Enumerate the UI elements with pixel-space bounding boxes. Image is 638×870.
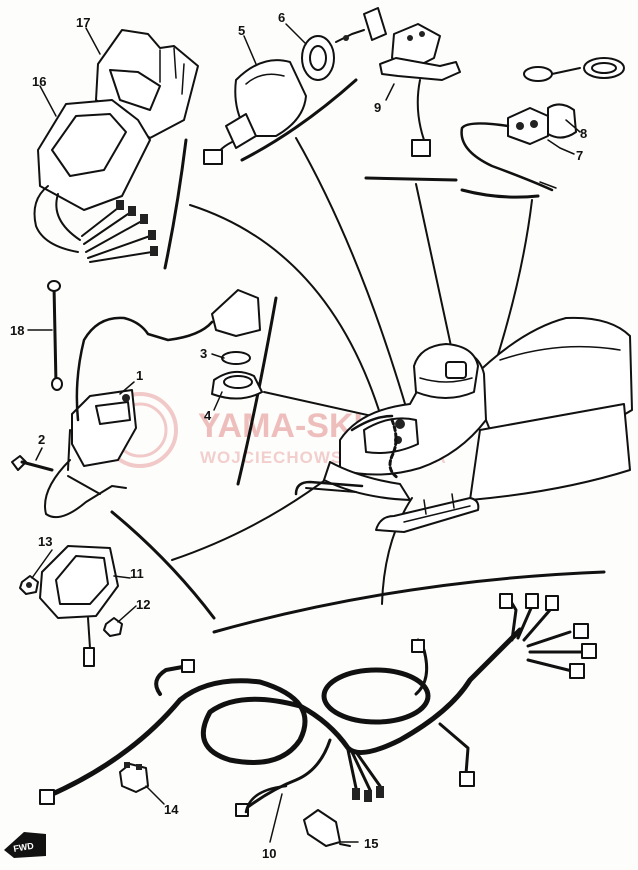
callout-3: 3 xyxy=(200,346,207,361)
callout-11: 11 xyxy=(130,566,144,581)
part-7-lamp-cable xyxy=(460,107,557,192)
part-6-switch-bezel xyxy=(301,7,387,81)
callout-10: 10 xyxy=(262,846,276,861)
part-14-connector xyxy=(119,762,149,793)
callout-9: 9 xyxy=(374,100,381,115)
part-9-relay xyxy=(379,23,461,157)
part-16-cdi-unit xyxy=(33,99,158,263)
callout-15: 15 xyxy=(364,836,378,851)
part-15-terminal-cover xyxy=(303,809,351,847)
callout-6: 6 xyxy=(278,10,285,25)
part-5-main-switch xyxy=(203,59,307,165)
callout-1: 1 xyxy=(136,368,143,383)
part-11-voltage-regulator xyxy=(39,545,119,667)
fwd-direction-arrow: FWD xyxy=(4,832,46,858)
callout-2: 2 xyxy=(38,432,45,447)
part-18-ground-lead xyxy=(47,280,63,391)
callout-14: 14 xyxy=(164,802,179,817)
callout-16: 16 xyxy=(32,74,46,89)
part-2-bolt xyxy=(11,455,54,472)
callout-7: 7 xyxy=(576,148,583,163)
part-4-plug-boot xyxy=(211,370,263,400)
callout-labels: 17 16 5 6 9 8 7 18 1 3 4 2 13 11 12 14 1… xyxy=(10,10,587,861)
callout-8: 8 xyxy=(580,126,587,141)
snowmobile-illustration xyxy=(294,316,633,533)
callout-4: 4 xyxy=(204,408,212,423)
part-8-lamp-socket xyxy=(523,57,625,139)
callout-18: 18 xyxy=(10,323,24,338)
fwd-label: FWD xyxy=(13,840,35,853)
part-13-nut xyxy=(19,575,39,595)
part-1-ignition-coil xyxy=(44,289,261,518)
callout-leaders xyxy=(27,23,581,843)
callout-5: 5 xyxy=(238,23,245,38)
callout-12: 12 xyxy=(136,597,150,612)
callout-13: 13 xyxy=(38,534,52,549)
part-10-wire-harness xyxy=(39,593,597,817)
part-3-plug-cap-spring xyxy=(221,351,251,365)
callout-17: 17 xyxy=(76,15,90,30)
